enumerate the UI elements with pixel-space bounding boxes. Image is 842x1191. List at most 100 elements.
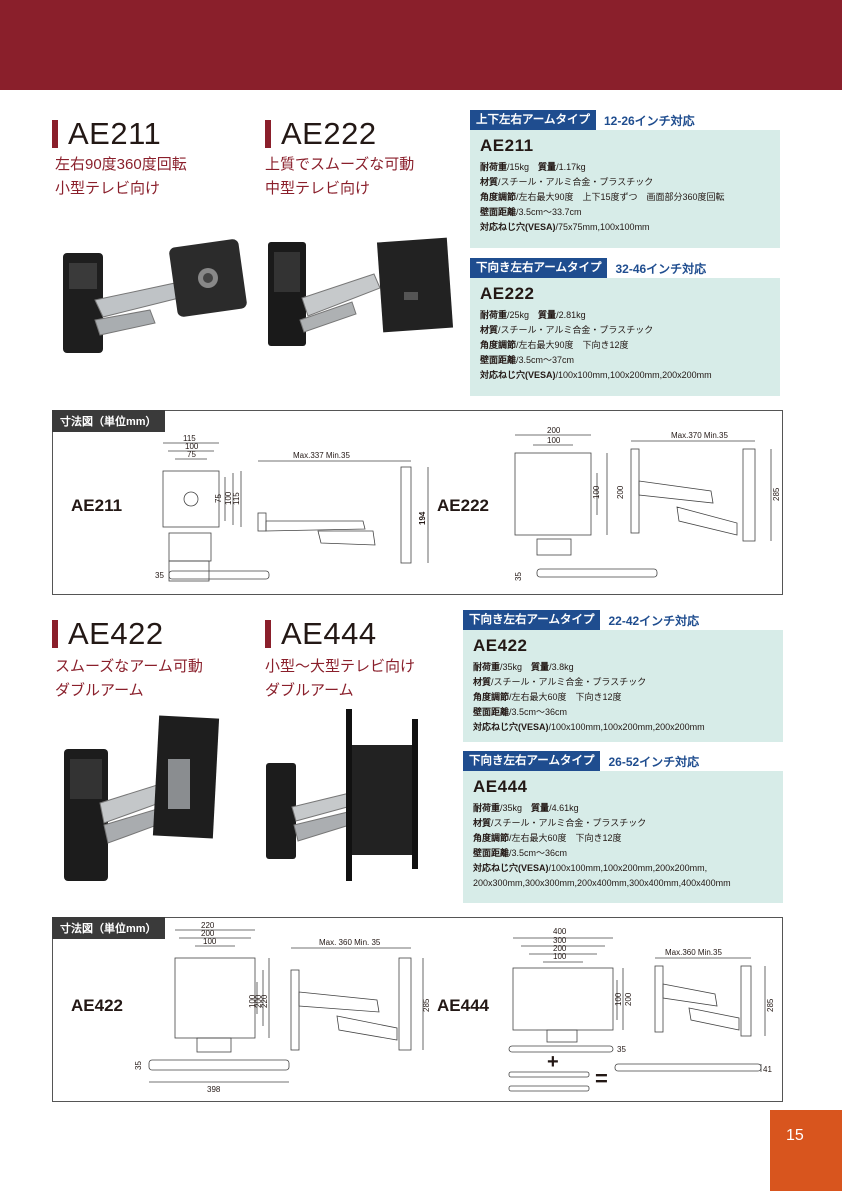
model-heading-ae222: AE222: [265, 116, 377, 152]
model-name: AE422: [68, 616, 164, 651]
spec-size-text: 22-42インチ対応: [608, 613, 700, 628]
spec-field-value: /スチール・アルミ合金・プラスチック: [498, 177, 654, 187]
spec-line: 材質/スチール・アルミ合金・プラスチック: [480, 175, 770, 190]
spec-field-value: /左右最大90度 下向き12度: [516, 340, 629, 350]
spec-field-label: 材質: [473, 677, 492, 687]
subtitle-line: ダブルアーム: [265, 682, 354, 699]
dimension-label-ae211: AE211: [71, 496, 123, 515]
spec-type-tag: 下向き左右アームタイプ: [463, 751, 601, 771]
dim-ae444-w3: 200: [553, 944, 567, 953]
spec-field-value: /4.61kg: [549, 803, 579, 813]
spec-field-value: /25kg: [507, 310, 539, 320]
dim-ae444-w2: 300: [553, 936, 567, 945]
spec-field-value: /75x75mm,100x100mm: [555, 222, 650, 232]
dim-ae444-depth: 35: [617, 1045, 626, 1054]
spec-line: 耐荷重/25kg 質量/2.81kg: [480, 308, 770, 323]
dim-ae211-h2: 100: [224, 491, 233, 505]
spec-line: 対応ねじ穴(VESA)/100x100mm,100x200mm,200x200m…: [473, 861, 773, 876]
spec-field-value: /100x100mm,100x200mm,200x200mm: [548, 722, 705, 732]
spec-field-value: /1.17kg: [556, 162, 586, 172]
spec-field-label: 角度調節: [480, 192, 517, 202]
spec-line: 耐荷重/35kg 質量/4.61kg: [473, 801, 773, 816]
dimension-label-ae444: AE444: [437, 996, 489, 1015]
diagram-ae211: 115 100 75 75 100 115 Max.337 Min.35 194…: [155, 434, 429, 582]
spec-size-text: 26-52インチ対応: [608, 754, 700, 769]
spec-field-label: 質量: [531, 803, 550, 813]
subtitle-line: 小型テレビ向け: [55, 180, 161, 197]
spec-line: 壁面距離/3.5cm〜37cm: [480, 353, 770, 368]
spec-field-label: 壁面距離: [480, 207, 517, 217]
equals-sign: =: [595, 1066, 608, 1091]
dim-ae211-reach: Max.337 Min.35: [293, 451, 350, 460]
spec-line: 壁面距離/3.5cm〜33.7cm: [480, 205, 770, 220]
product-photo-ae444: [266, 709, 418, 881]
spec-field-label: 質量: [538, 162, 557, 172]
dim-ae211-h1: 75: [214, 494, 223, 503]
heading-bar: [265, 120, 271, 148]
spec-model-name: AE444: [473, 777, 528, 796]
model-name: AE444: [281, 616, 377, 651]
dim-ae422-depth: 35: [134, 1061, 143, 1070]
spec-card-ae444: 下向き左右アームタイプ 26-52インチ対応 AE444 耐荷重/35kg 質量…: [463, 751, 783, 903]
spec-field-value: /左右最大90度 上下15度ずつ 画面部分360度回転: [516, 192, 725, 202]
spec-field-label: 壁面距離: [480, 355, 517, 365]
spec-line: 材質/スチール・アルミ合金・プラスチック: [473, 675, 773, 690]
spec-size-text: 12-26インチ対応: [603, 113, 695, 128]
dimension-tag: 寸法図（単位mm）: [52, 917, 165, 939]
dim-ae222-h2: 200: [616, 485, 625, 499]
subtitle-line: 上質でスムーズな可動: [265, 156, 415, 173]
diagram-ae444: 400 300 200 100 100 200 Max.360 Min.35 2…: [508, 927, 775, 1092]
dim-ae444-w4: 100: [553, 952, 567, 961]
dim-ae444-h1: 100: [614, 992, 623, 1006]
dim-ae222-w2: 100: [547, 436, 561, 445]
spec-field-label: 耐荷重: [480, 162, 508, 172]
spec-line: 材質/スチール・アルミ合金・プラスチック: [473, 816, 773, 831]
dim-ae422-w1: 220: [201, 921, 215, 930]
model-heading-ae422: AE422: [52, 616, 164, 652]
spec-field-value: /3.5cm〜36cm: [509, 707, 568, 717]
dim-ae211-h3: 115: [232, 492, 241, 505]
dim-ae422-h3: 220: [260, 994, 269, 1008]
spec-field-value: /35kg: [500, 803, 532, 813]
spec-field-label: 材質: [473, 818, 492, 828]
spec-field-value: /35kg: [500, 662, 532, 672]
spec-line: 壁面距離/3.5cm〜36cm: [473, 705, 773, 720]
spec-field-label: 角度調節: [473, 833, 510, 843]
spec-line: 角度調節/左右最大90度 上下15度ずつ 画面部分360度回転: [480, 190, 770, 205]
spec-field-label: 角度調節: [473, 692, 510, 702]
spec-field-label: 対応ねじ穴(VESA): [473, 863, 549, 873]
dim-ae422-w3: 100: [203, 937, 217, 946]
model-heading-ae444: AE444: [265, 616, 377, 652]
spec-field-value: /3.5cm〜36cm: [509, 848, 568, 858]
spec-size-text: 32-46インチ対応: [615, 261, 707, 276]
dim-ae222-h1: 100: [592, 485, 601, 499]
spec-line: 対応ねじ穴(VESA)/100x100mm,100x200mm,200x200m…: [480, 368, 770, 383]
subtitle-line: スムーズなアーム可動: [55, 658, 203, 675]
spec-line: 角度調節/左右最大90度 下向き12度: [480, 338, 770, 353]
spec-model-name: AE222: [480, 284, 535, 303]
dimension-label-ae422: AE422: [71, 996, 123, 1015]
model-subtitle-ae444: 小型〜大型テレビ向け ダブルアーム: [265, 655, 415, 703]
dim-ae222-w1: 200: [547, 426, 561, 435]
dim-ae211-w3: 75: [187, 450, 196, 459]
spec-field-label: 耐荷重: [473, 803, 501, 813]
spec-line: 材質/スチール・アルミ合金・プラスチック: [480, 323, 770, 338]
spec-type-tag: 下向き左右アームタイプ: [463, 610, 601, 630]
dimension-frame-2: 寸法図（単位mm） AE422 AE444 220 200 100 100 20…: [52, 917, 783, 1102]
subtitle-line: 中型テレビ向け: [265, 180, 371, 197]
spec-line: 対応ねじ穴(VESA)/75x75mm,100x100mm: [480, 220, 770, 235]
spec-line: 対応ねじ穴(VESA)/100x100mm,100x200mm,200x200m…: [473, 720, 773, 735]
dim-ae211-height: 194: [418, 511, 427, 525]
diagram-ae422: 220 200 100 100 200 220 Max. 360 Min. 35…: [134, 921, 431, 1094]
subtitle-line: 左右90度360度回転: [55, 156, 187, 173]
spec-type-tag: 上下左右アームタイプ: [470, 110, 596, 130]
dim-ae211-w2: 100: [185, 442, 199, 451]
dim-ae422-reach: Max. 360 Min. 35: [319, 938, 381, 947]
spec-tag-row: 上下左右アームタイプ 12-26インチ対応: [470, 110, 780, 130]
dim-ae422-width: 398: [207, 1085, 221, 1094]
spec-field-label: 耐荷重: [480, 310, 508, 320]
